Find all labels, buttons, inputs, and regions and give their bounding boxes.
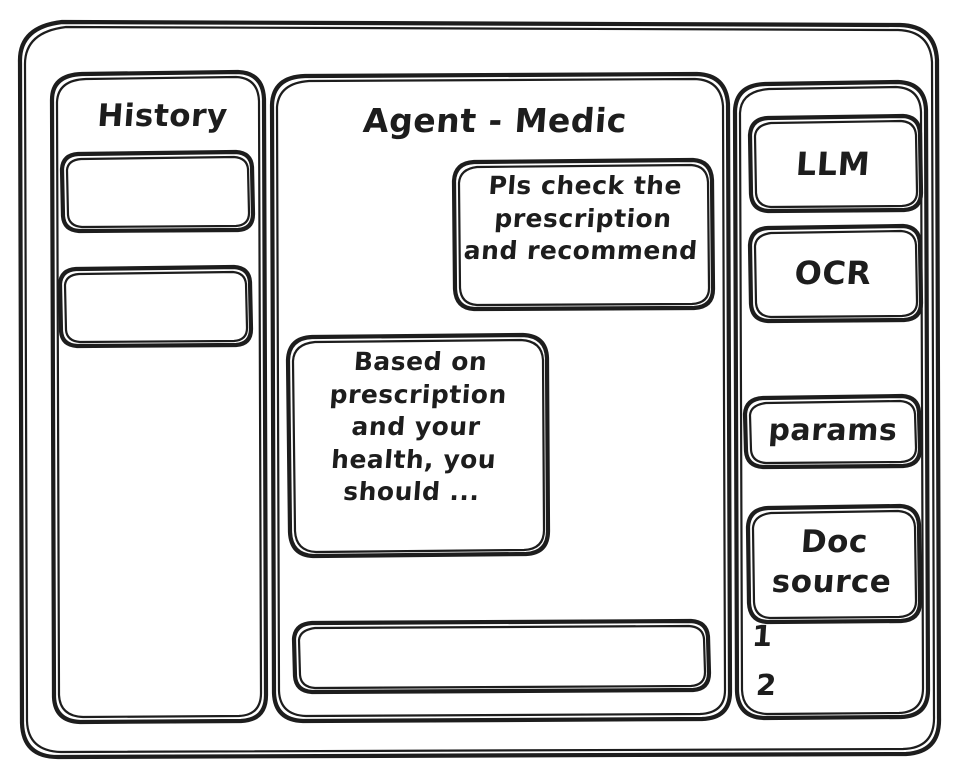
user-message-bubble bbox=[454, 160, 713, 309]
doc-source-item-2[interactable]: 2 bbox=[754, 668, 778, 702]
doc-source-item-1[interactable]: 1 bbox=[750, 619, 774, 653]
doc-source-box[interactable] bbox=[748, 506, 920, 622]
history-item-2[interactable] bbox=[60, 267, 251, 346]
history-panel-title: History bbox=[96, 98, 229, 134]
ocr-button[interactable] bbox=[750, 226, 921, 321]
page-title: Agent - Medic bbox=[361, 101, 629, 140]
history-item-1[interactable] bbox=[62, 152, 253, 231]
llm-button[interactable] bbox=[750, 116, 921, 211]
params-button[interactable] bbox=[745, 396, 920, 467]
composer-input[interactable] bbox=[294, 621, 709, 692]
assistant-message-bubble bbox=[288, 335, 548, 556]
